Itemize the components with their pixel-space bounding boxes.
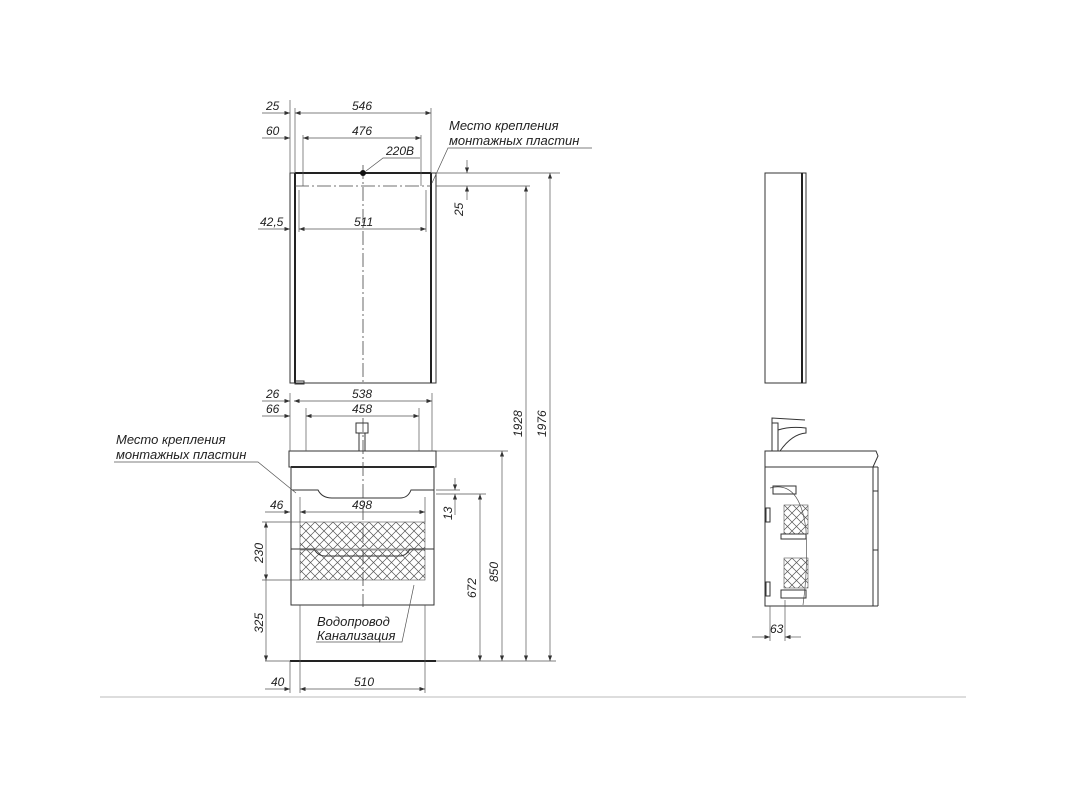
- mirror-mount-label-line1: Место крепления: [449, 118, 559, 133]
- dim-gap-13: 13: [441, 506, 455, 520]
- mirror-mount-label-line2: монтажных пластин: [449, 133, 579, 148]
- power-label: 220В: [385, 144, 414, 158]
- dim-wall-gap: 63: [770, 622, 784, 636]
- dim-vanity-width-body: 498: [352, 498, 372, 512]
- dim-mirror-top-offset: 25: [452, 202, 466, 217]
- height-dimensions: 1928 1976 850 672 13: [265, 173, 556, 662]
- pipes-label-sewer: Канализация: [317, 628, 395, 643]
- faucet-icon: [355, 422, 369, 452]
- dim-vanity-offset-floor: 40: [271, 675, 285, 689]
- dim-mirror-offset-light: 42,5: [260, 215, 284, 229]
- vanity-front: 26 538 66 458 46 498 230 325 40 510 Мест…: [114, 387, 437, 693]
- dim-vanity-offset-outer: 26: [265, 387, 280, 401]
- vanity-mount-label-line1: Место крепления: [116, 432, 226, 447]
- dim-vanity-width-outer: 538: [352, 387, 372, 401]
- dim-vanity-width-floor: 510: [354, 675, 374, 689]
- dim-height-1976: 1976: [535, 410, 549, 437]
- dim-vanity-width-basin: 458: [352, 402, 372, 416]
- dim-height-672: 672: [465, 578, 479, 598]
- dim-vanity-offset-basin: 66: [266, 402, 280, 416]
- vanity-mount-label-line2: монтажных пластин: [116, 447, 246, 462]
- dim-mirror-width-outer: 546: [352, 99, 372, 113]
- dim-floor-to-pipes: 325: [252, 613, 266, 633]
- dim-mirror-width-light: 511: [354, 215, 373, 229]
- dim-vanity-offset-body: 46: [270, 498, 284, 512]
- dim-drawer-zone: 230: [252, 543, 266, 564]
- side-view: 63: [752, 172, 879, 641]
- dim-mirror-offset-inner: 60: [266, 124, 280, 138]
- mirror-cabinet-front: 220В 25 546 60 476 42,5 511 Место крепле…: [258, 99, 592, 385]
- power-outlet-icon: [360, 170, 366, 176]
- dim-height-1928: 1928: [511, 410, 525, 437]
- pipes-label-water: Водопровод: [317, 614, 390, 629]
- faucet-side-icon: [771, 417, 807, 452]
- dim-mirror-width-inner: 476: [352, 124, 372, 138]
- dim-mirror-offset-outer: 25: [265, 99, 280, 113]
- dim-height-850: 850: [487, 562, 501, 582]
